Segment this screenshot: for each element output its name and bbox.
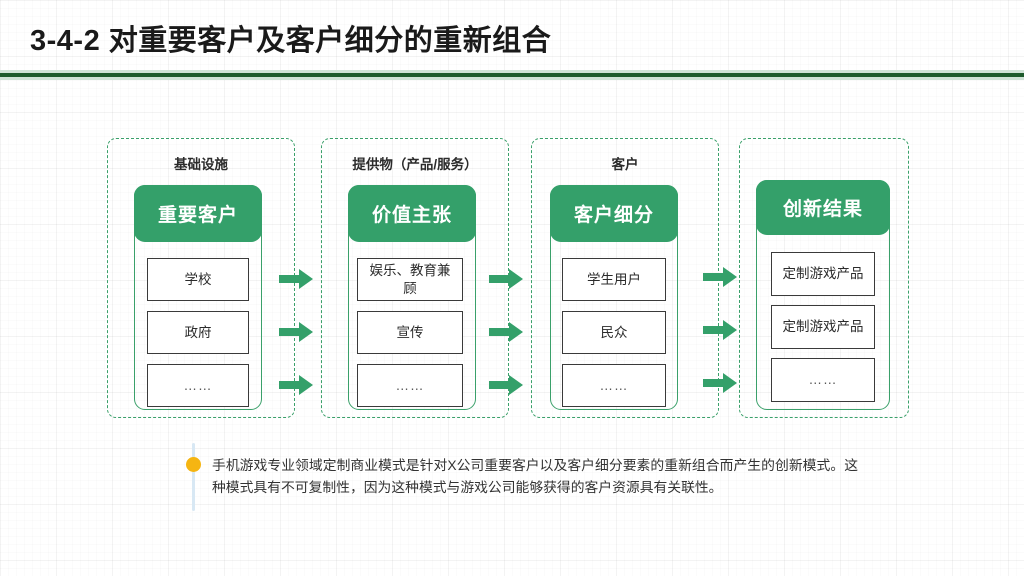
- arrow-3-2: [703, 320, 737, 340]
- column-group-label-1: 基础设施: [174, 157, 228, 172]
- column-card-title-4[interactable]: 创新结果: [756, 180, 890, 235]
- column-item-1-1[interactable]: 学校: [147, 258, 249, 301]
- column-item-3-2[interactable]: 民众: [562, 311, 666, 354]
- column-item-4-2[interactable]: 定制游戏产品: [771, 305, 875, 349]
- column-group-label-2: 提供物（产品/服务）: [352, 157, 478, 172]
- column-card-title-1[interactable]: 重要客户: [134, 185, 262, 242]
- page-title: 3-4-2 对重要客户及客户细分的重新组合: [30, 25, 552, 57]
- column-item-1-3[interactable]: ……: [147, 364, 249, 407]
- arrow-3-1: [703, 267, 737, 287]
- column-item-1-2[interactable]: 政府: [147, 311, 249, 354]
- caption-accent-line: [192, 443, 195, 511]
- column-item-4-3[interactable]: ……: [771, 358, 875, 402]
- column-group-4: [739, 138, 909, 418]
- column-item-2-1[interactable]: 娱乐、教育兼顾: [357, 258, 463, 301]
- arrow-2-2: [489, 322, 523, 342]
- arrow-1-3: [279, 375, 313, 395]
- arrow-2-3: [489, 375, 523, 395]
- title-rule-dark: [0, 73, 1024, 77]
- column-item-3-1[interactable]: 学生用户: [562, 258, 666, 301]
- arrow-3-3: [703, 373, 737, 393]
- column-item-2-2[interactable]: 宣传: [357, 311, 463, 354]
- arrow-2-1: [489, 269, 523, 289]
- column-item-3-3[interactable]: ……: [562, 364, 666, 407]
- column-card-title-2[interactable]: 价值主张: [348, 185, 476, 242]
- caption-text: 手机游戏专业领域定制商业模式是针对X公司重要客户以及客户细分要素的重新组合而产生…: [212, 458, 858, 496]
- column-item-4-1[interactable]: 定制游戏产品: [771, 252, 875, 296]
- caption-bullet-dot: [186, 457, 201, 472]
- arrow-1-1: [279, 269, 313, 289]
- column-item-2-3[interactable]: ……: [357, 364, 463, 407]
- column-card-title-3[interactable]: 客户细分: [550, 185, 678, 242]
- column-group-label-3: 客户: [611, 157, 639, 172]
- arrow-1-2: [279, 322, 313, 342]
